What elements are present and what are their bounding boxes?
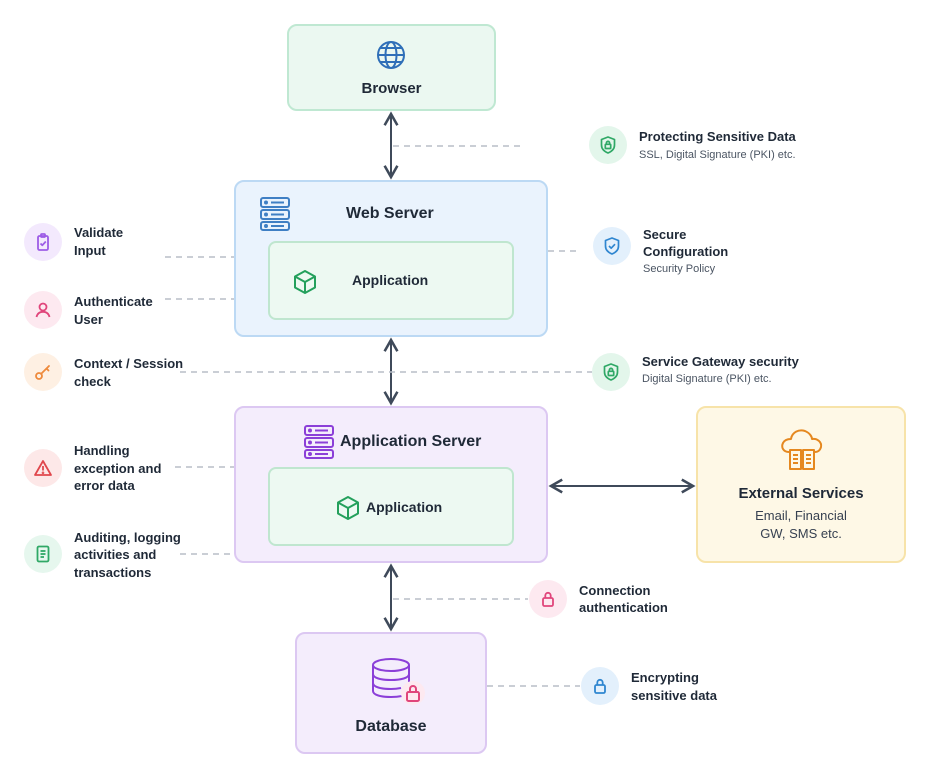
connection-authentication-line1: Connection — [579, 583, 651, 598]
auditing-logging-line1: Auditing, logging — [74, 530, 181, 545]
shield-check-icon — [593, 227, 631, 265]
context-session-line1: Context / Session — [74, 356, 184, 371]
cube-icon — [294, 270, 316, 294]
web-server-label: Web Server — [346, 205, 434, 222]
authenticate-user-line1: Authenticate — [74, 294, 153, 309]
database-label: Database — [355, 718, 427, 735]
secure-configuration-sub: Security Policy — [643, 263, 716, 275]
lock-icon — [529, 580, 567, 618]
auditing-logging-line2: activities and — [74, 547, 157, 562]
handling-exception-line2: exception and — [74, 461, 162, 476]
handling-exception-line1: Handling — [74, 443, 130, 458]
external-services-detail-1: Email, Financial — [755, 508, 847, 523]
globe-icon — [377, 41, 405, 69]
server-application-label: Application — [366, 499, 443, 515]
database-node — [295, 632, 487, 754]
encrypting-data-line1: Encrypting — [631, 670, 699, 685]
key-icon — [24, 353, 62, 391]
cube-icon — [337, 496, 359, 520]
lock-badge — [401, 681, 425, 705]
shield-lock-icon — [592, 353, 630, 391]
server-application-node — [268, 467, 514, 546]
validate-input-line2: Input — [74, 243, 106, 258]
database-icon — [372, 658, 410, 699]
document-icon — [24, 535, 62, 573]
secure-configuration-line1: Secure — [643, 227, 687, 242]
external-services-detail-2: GW, SMS etc. — [760, 526, 842, 541]
server-icon — [304, 425, 334, 459]
service-gateway-title: Service Gateway security — [642, 354, 799, 369]
clipboard-check-icon — [24, 223, 62, 261]
web-application-label: Application — [352, 272, 429, 288]
user-icon — [24, 291, 62, 329]
application-server-label: Application Server — [340, 433, 482, 450]
connection-authentication-line2: authentication — [579, 600, 668, 615]
external-services-label: External Services — [738, 485, 864, 502]
encrypting-data-line2: sensitive data — [631, 688, 717, 703]
browser-label: Browser — [361, 80, 422, 97]
context-session-line2: check — [74, 374, 111, 389]
protecting-sensitive-data-title: Protecting Sensitive Data — [639, 129, 796, 144]
auditing-logging-line3: transactions — [74, 565, 152, 580]
protecting-sensitive-data-sub: SSL, Digital Signature (PKI) etc. — [639, 149, 796, 161]
warning-icon — [24, 449, 62, 487]
authenticate-user-line2: User — [74, 312, 103, 327]
external-services-node — [696, 406, 906, 563]
cloud-server-icon — [781, 429, 823, 470]
handling-exception-line3: error data — [74, 478, 135, 493]
lock-icon — [581, 667, 619, 705]
validate-input-line1: Validate — [74, 225, 124, 240]
server-icon — [260, 197, 290, 231]
secure-configuration-line2: Configuration — [643, 244, 729, 259]
service-gateway-sub: Digital Signature (PKI) etc. — [642, 373, 772, 385]
shield-lock-icon — [589, 126, 627, 164]
